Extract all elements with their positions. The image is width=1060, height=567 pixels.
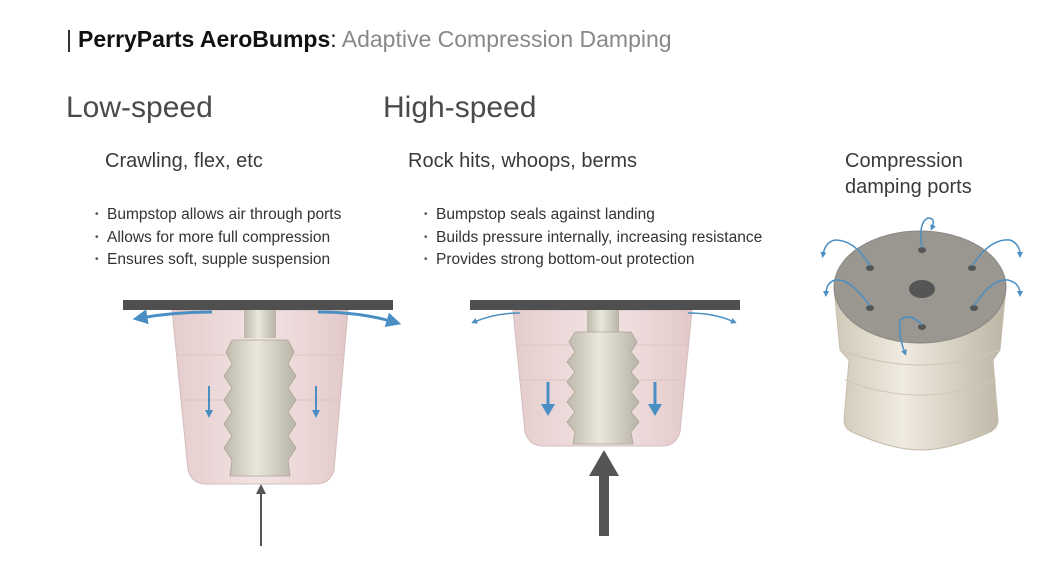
port-hole [968, 265, 976, 271]
high-speed-bumpstop [470, 300, 740, 536]
airflow-arrow-icon [132, 309, 213, 325]
low-speed-heading: Low-speed [66, 91, 213, 124]
high-speed-bellows [566, 331, 640, 445]
port-hole [918, 324, 926, 330]
low-speed-stem [244, 310, 276, 338]
low-speed-bullet: Allows for more full compression [95, 227, 341, 250]
low-speed-subheading: Crawling, flex, etc [105, 150, 263, 172]
low-speed-bellows [223, 339, 297, 477]
port-hole [866, 305, 874, 311]
airflow-arrow-icon [687, 312, 737, 324]
high-speed-heading: High-speed [383, 91, 537, 124]
title-brand: PerryParts AeroBumps [77, 26, 331, 52]
low-speed-bumpstop [123, 300, 402, 546]
high-speed-bullet: Bumpstop seals against landing [424, 204, 762, 227]
title-separator: | [66, 26, 72, 52]
high-speed-bullet-list: Bumpstop seals against landing Builds pr… [424, 204, 762, 272]
low-speed-bullet: Bumpstop allows air through ports [95, 204, 341, 227]
airflow-arrow-icon [898, 316, 923, 356]
high-speed-stem [587, 310, 619, 332]
high-speed-bullet: Provides strong bottom-out protection [424, 249, 762, 272]
title-subtitle: Adaptive Compression Damping [336, 26, 672, 52]
airflow-arrow-icon [317, 310, 402, 328]
airflow-arrow-icon [971, 239, 1023, 267]
ports-cylinder [820, 217, 1023, 451]
port-hole [918, 247, 926, 253]
airflow-arrow-icon [820, 239, 871, 267]
airflow-arrow-icon [920, 217, 936, 249]
ports-label-line: Compression [845, 150, 963, 172]
up-arrow-icon [256, 484, 266, 494]
title-colon: : [330, 26, 337, 52]
low-speed-bullet: Ensures soft, supple suspension [95, 249, 341, 272]
page-title: |PerryParts AeroBumps: Adaptive Compress… [66, 24, 672, 54]
cylinder-seam [839, 349, 1001, 366]
cylinder-seam [844, 379, 997, 396]
low-speed-bullet-list: Bumpstop allows air through ports Allows… [95, 204, 341, 272]
down-arrow-icon [541, 404, 555, 416]
airflow-arrow-icon [973, 279, 1023, 307]
port-hole [866, 265, 874, 271]
high-speed-plate [470, 300, 740, 310]
ports-label: Compression damping ports [845, 148, 972, 200]
down-arrow-icon [648, 404, 662, 416]
high-speed-subheading: Rock hits, whoops, berms [408, 150, 637, 172]
low-speed-plate [123, 300, 393, 310]
center-port [909, 280, 935, 298]
high-speed-bullet: Builds pressure internally, increasing r… [424, 227, 762, 250]
ports-label-line: damping ports [845, 176, 972, 198]
force-arrow-shaft [599, 474, 609, 536]
up-arrow-icon [589, 450, 619, 476]
port-hole [970, 305, 978, 311]
airflow-arrow-icon [471, 312, 521, 324]
airflow-arrow-icon [823, 279, 871, 307]
